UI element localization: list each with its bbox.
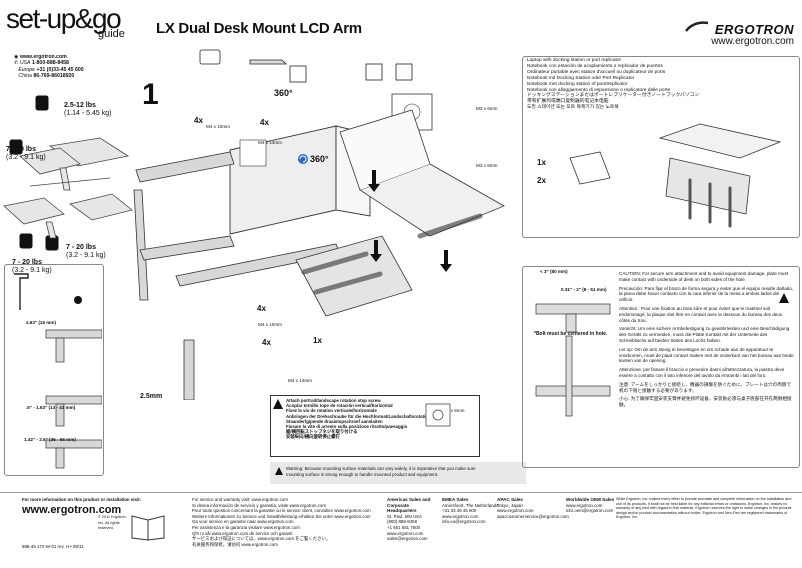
caution-icon [779,293,789,303]
brand-title: set-up&go [6,3,122,34]
book-icon [131,515,165,541]
bolt-note: *Bolt must be centered in hole. [534,331,608,337]
copyright: © 2011 Ergotron, Inc. All rights reserve… [98,515,127,531]
europe-phone: +31 (0)33-45 45 600 [36,66,84,73]
ergotron-logo: ERGOTRON [714,22,794,37]
weight-capacity-diagram [3,95,133,251]
qty-1-spec: M4 x 10mm [206,124,230,129]
warning-icon [275,467,283,475]
qty-4: 4x [262,338,271,347]
qty-3-spec: M4 x 10mm [258,322,282,327]
document-title: LX Dual Desk Mount LCD Arm [156,20,362,37]
rotation-stop-detail [425,403,451,427]
clamp-options-illustration [14,273,102,469]
brand-subtitle: guide [98,28,125,40]
hardware-bag-icon [199,49,221,65]
contact-url: www.ergotron.com [19,54,67,60]
laptop-qty-1: 1x [537,158,546,167]
qty-4-spec: M4 x 14mm [288,378,312,383]
hex-bolt-icon [74,296,82,304]
screwdriver-icon [249,59,287,65]
qty-1: 4x [194,116,203,125]
header-url: www.ergotron.com [711,36,794,47]
legal-text: While Ergotron, Inc. makes every effort … [616,497,792,520]
china-label: China [18,73,32,80]
warning-bar [270,462,526,484]
phone-icon: ✆ [14,60,19,67]
warning-text: Warning: Because mounting surface materi… [286,466,476,478]
clearance-1: ≤.63" (16 mm) [26,320,56,325]
qty-2-spec: M4 x 14mm [258,140,282,145]
americas-sales: Americas Sales and Corporate Headquarter… [387,497,431,542]
qty-3: 4x [257,304,266,313]
qty-2: 4x [260,118,269,127]
screw-spec-m3: M3 x 6mm [476,106,498,111]
contact-block: ◉ www.ergotron.com ✆ USA 1-800-888-8458 … [14,54,84,80]
caution-illustration [535,303,611,417]
screw-spec-m3c: M3 x 6mm [443,408,465,413]
caution-text: CAUTION: For secure arm attachment and t… [619,271,794,408]
caution-panel [522,266,800,468]
laptop-dock-illustration [569,123,782,228]
weight-label-1: 2.5-12 lbs(1.14 - 5.45 kg) [64,102,112,117]
wrench-size: 2.5mm [140,393,163,400]
china-phone: 86-769-86018920 [33,73,75,80]
more-info-text: For more information on this product or … [22,497,142,502]
rotation-label-1: 360° [274,88,293,98]
europe-label: Europe [18,66,36,73]
weight-label-2: 7 - 20 lbs(3.2 - 9.1 kg) [6,146,46,161]
apac-sales: APAC Sales Tokyo, Japan www.ergotron.com… [497,497,569,519]
globe-icon: ◉ [14,54,19,60]
laptop-qty-2: 2x [537,176,546,185]
clearance-5: 0.31" - 2" (8 - 51 mm) [561,287,607,292]
step-number: 1 [142,78,159,111]
rotation-label-2: 360° [310,154,329,164]
oem-sales: Worldwide OEM Sales www.ergotron.com inf… [566,497,615,514]
logo-swoosh-icon [685,21,709,32]
desk-clamp-options-panel [4,264,104,476]
weight-bag-icon [9,95,59,251]
document-id: 888-45-172-W-01 rev. H • 09/11 [22,544,84,549]
direction-arrows [368,170,452,272]
laptop-dock-panel [522,56,800,238]
weight-label-4: 7 - 20 lbs(3.2 - 9.1 kg) [12,259,52,274]
rotation-stop-note [270,395,480,457]
assembly-illustration [133,49,505,400]
footer [0,492,802,568]
emea-sales: EMEA Sales Amersfoort, The Netherlands +… [442,497,499,525]
usa-phone: 1-800-888-8458 [31,60,69,67]
footer-url[interactable]: www.ergotron.com [22,504,122,516]
usa-label: USA [19,60,31,67]
screw-spec-m3b: M3 x 6mm [476,163,498,168]
laptop-dock-text: Laptop with docking station or port repl… [527,58,700,111]
qty-5: 1x [313,336,322,345]
clearance-3: 1.42" - 2.6" (36 - 66 mm) [24,437,76,442]
warning-triangle-icon [273,399,283,409]
clearance-4: < 3" (80 mm) [540,269,568,274]
weight-label-3: 7 - 20 lbs(3.2 - 9.1 kg) [66,244,106,259]
service-info: For service and warranty visit: www.ergo… [192,497,371,547]
vesa-plate-icon [289,65,307,83]
rotation-stop-text: Attach portrait/landscape rotation stop … [286,398,432,440]
clearance-2: .5" - 1.63" (13 - 41 mm) [26,405,76,410]
allen-wrench-icon [14,273,29,310]
rotate-icon [298,154,308,164]
